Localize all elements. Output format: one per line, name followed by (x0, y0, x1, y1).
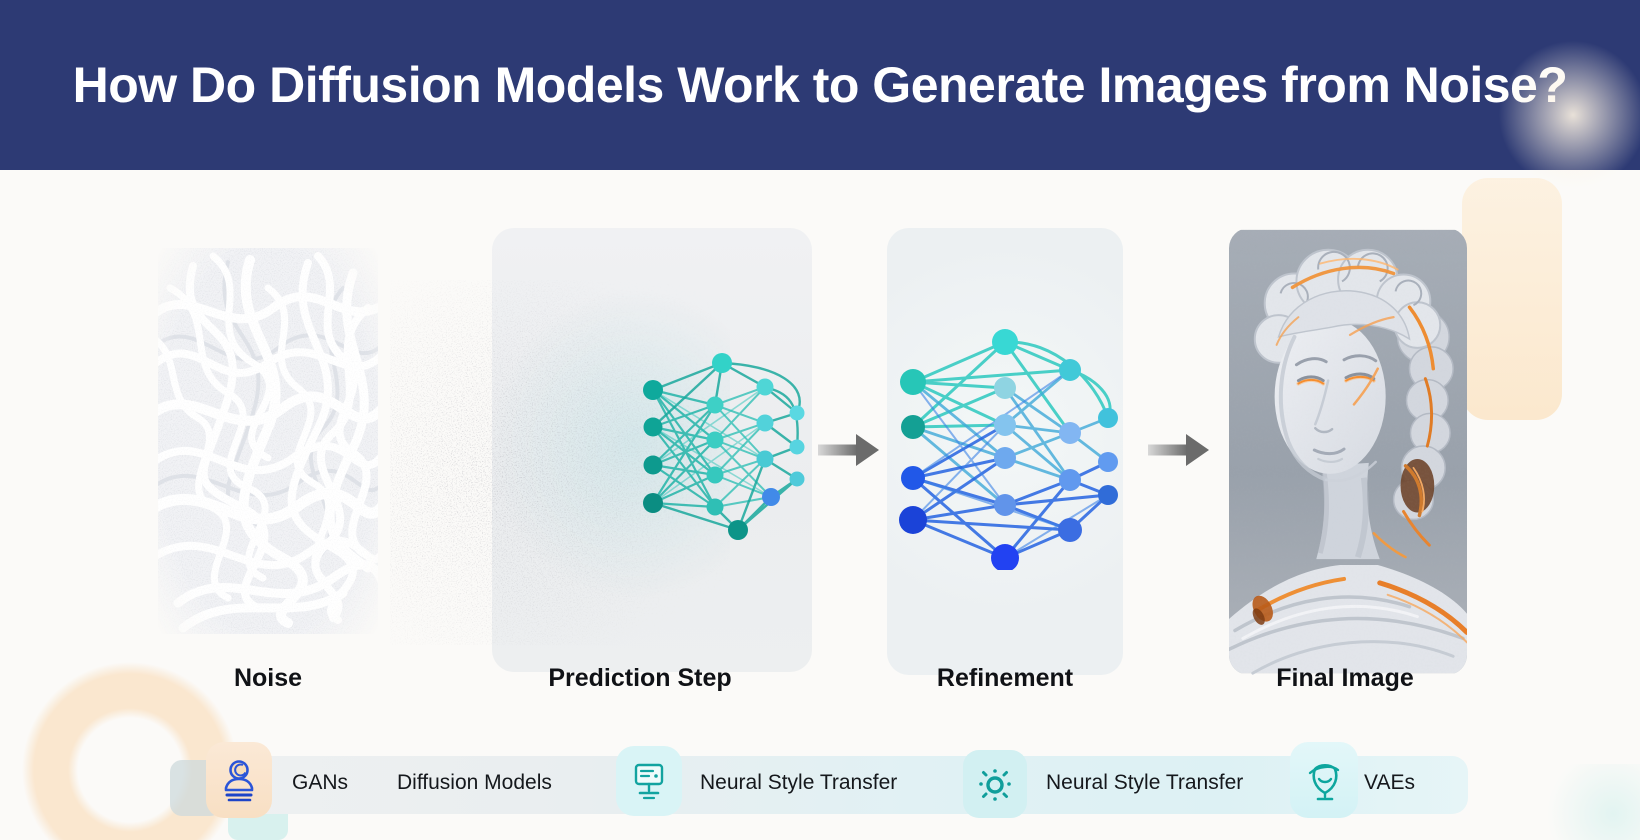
smiley-shield-icon (1308, 763, 1340, 801)
stage-label-refinement: Refinement (936, 664, 1074, 692)
peach-blob-right (1462, 178, 1562, 420)
flow-arrow-1 (818, 433, 880, 467)
legend-tile-gans (206, 742, 272, 818)
refinement-network-graphic (895, 320, 1123, 572)
noise-texture-graphic (144, 248, 393, 634)
header-banner: How Do Diffusion Models Work to Generate… (0, 0, 1640, 170)
prediction-network-graphic (625, 335, 810, 550)
flow-arrow-2 (1148, 433, 1210, 467)
sun-icon (979, 769, 1011, 801)
legend-label-diffusion-models: Diffusion Models (397, 771, 552, 794)
monitor-icon (634, 763, 664, 800)
stage-label-noise: Noise (233, 664, 303, 692)
person-bust-icon (224, 760, 254, 802)
legend-tile-neural-style-transfer-2 (963, 750, 1027, 818)
legend-label-neural-style-transfer-2: Neural Style Transfer (1046, 771, 1244, 794)
stage-label-final-image: Final Image (1276, 664, 1414, 692)
stage-card-final-image (1229, 228, 1467, 675)
page-title: How Do Diffusion Models Work to Generate… (72, 57, 1568, 113)
legend-tile-neural-style-transfer-1 (616, 746, 682, 816)
legend-label-gans: GANs (292, 771, 349, 794)
stage-label-prediction: Prediction Step (548, 664, 732, 692)
legend-label-vaes: VAEs (1364, 771, 1415, 794)
legend-bar (232, 756, 1468, 814)
particle-cloud (390, 280, 730, 645)
marble-statue-graphic (1229, 229, 1467, 675)
stage-noise-panel (144, 248, 393, 634)
legend-label-neural-style-transfer-1: Neural Style Transfer (700, 771, 898, 794)
teal-blob-bottom-right (1548, 764, 1640, 840)
legend-tile-vaes (1290, 742, 1358, 818)
